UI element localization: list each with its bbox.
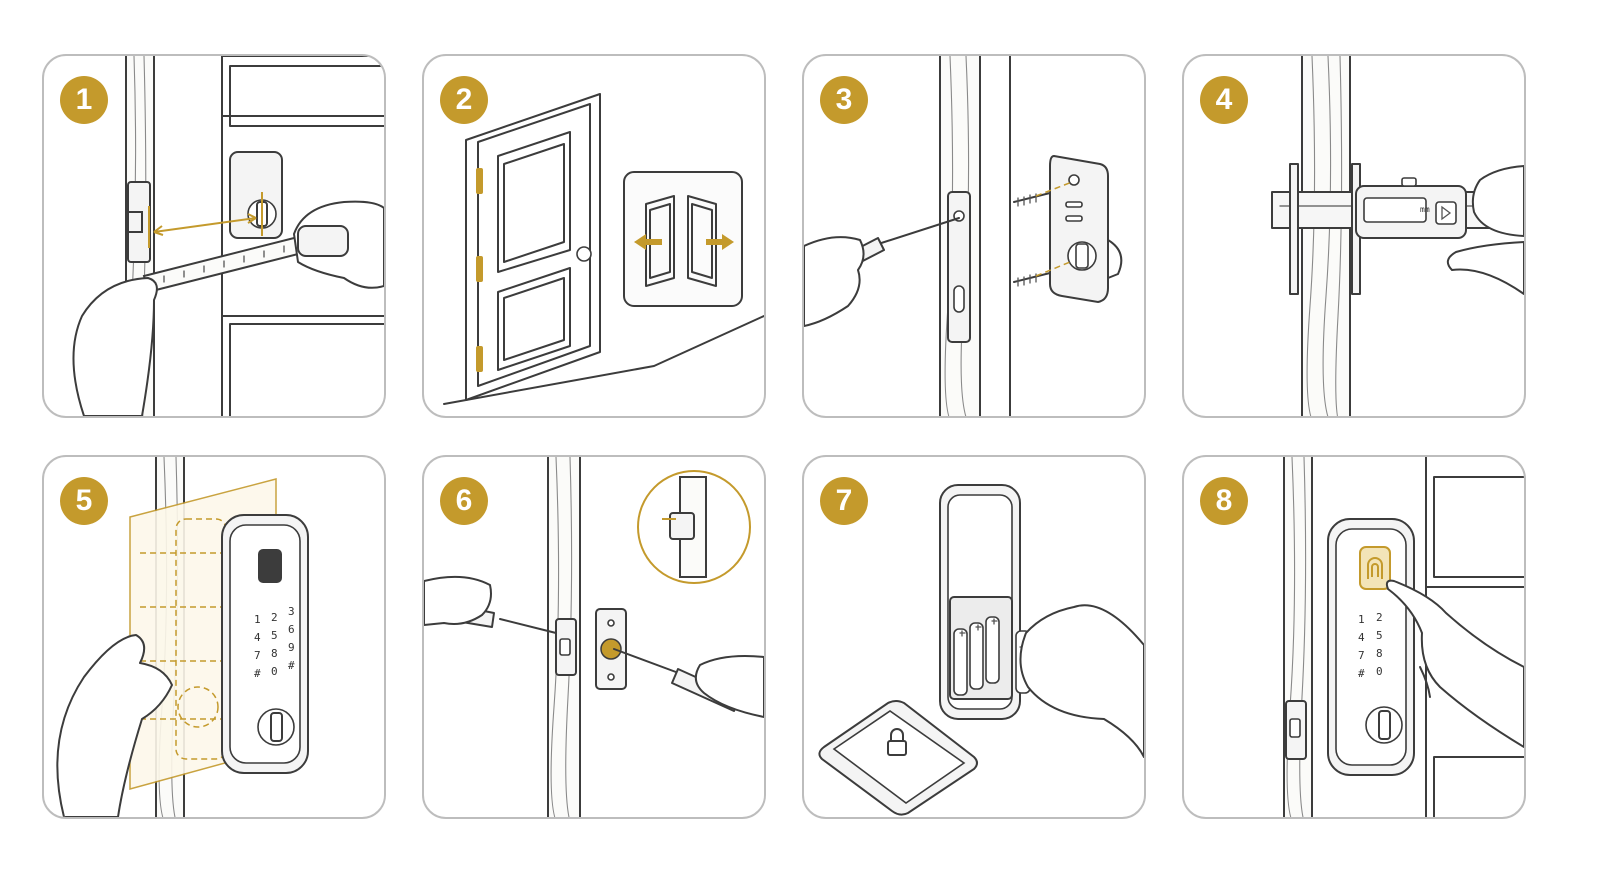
key-8: 8 — [271, 647, 278, 660]
key-3: 3 — [288, 605, 295, 618]
key-4: 4 — [254, 631, 261, 644]
step-6-badge: 6 — [440, 477, 488, 525]
key-0: 0 — [271, 665, 278, 678]
key-5: 5 — [271, 629, 278, 642]
step-7-panel: 7 — [802, 455, 1146, 819]
key-4: 4 — [1358, 631, 1365, 644]
step-2-panel: 2 — [422, 54, 766, 418]
caliper-unit-label: mm — [1420, 205, 1430, 214]
key-0: 0 — [1376, 665, 1383, 678]
step-8-badge: 8 — [1200, 477, 1248, 525]
step-5-panel: 5 1 2 3 4 5 6 7 8 9 # 0 — [42, 455, 386, 819]
step-1-badge: 1 — [60, 76, 108, 124]
key-1: 1 — [254, 613, 261, 626]
step-5-badge: 5 — [60, 477, 108, 525]
step-1-panel: 1 — [42, 54, 386, 418]
key-hash-right: # — [288, 659, 295, 672]
key-hash-left: # — [254, 667, 261, 680]
step-4-panel: 4 mm — [1182, 54, 1526, 418]
key-1: 1 — [1358, 613, 1365, 626]
key-7: 7 — [1358, 649, 1365, 662]
key-6: 6 — [288, 623, 295, 636]
step-7-badge: 7 — [820, 477, 868, 525]
step-4-badge: 4 — [1200, 76, 1248, 124]
step-6-panel: 6 — [422, 455, 766, 819]
step-3-panel: 3 — [802, 54, 1146, 418]
key-hash: # — [1358, 667, 1365, 680]
key-5: 5 — [1376, 629, 1383, 642]
step-8-panel: 8 1 2 4 5 7 8 # 0 — [1182, 455, 1526, 819]
key-2: 2 — [271, 611, 278, 624]
key-2: 2 — [1376, 611, 1383, 624]
step-2-badge: 2 — [440, 76, 488, 124]
key-7: 7 — [254, 649, 261, 662]
key-9: 9 — [288, 641, 295, 654]
key-8: 8 — [1376, 647, 1383, 660]
step-3-badge: 3 — [820, 76, 868, 124]
